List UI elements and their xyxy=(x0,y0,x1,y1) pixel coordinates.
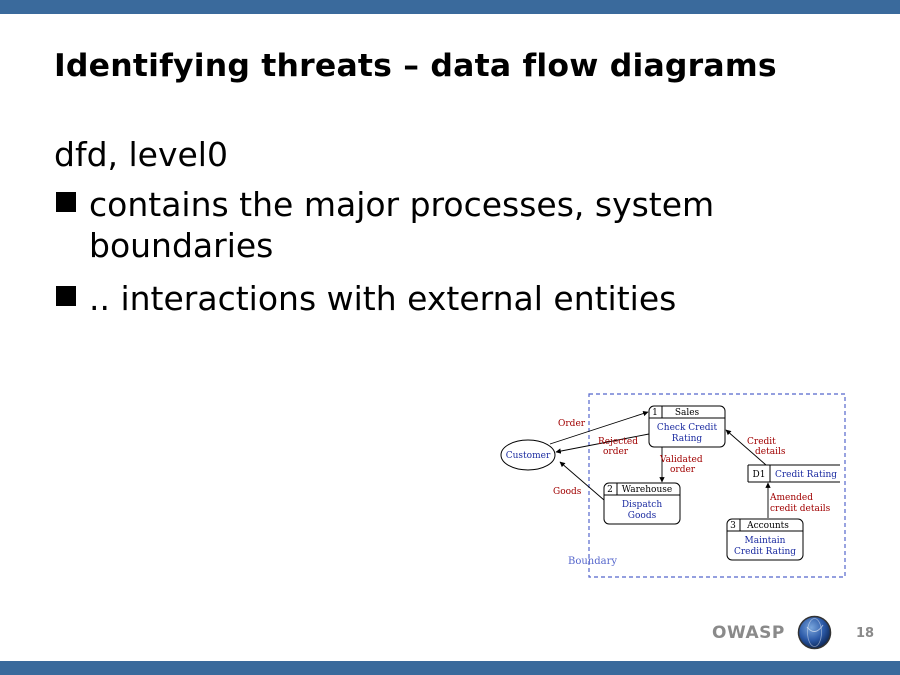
flow-label: Order xyxy=(558,419,586,429)
owasp-globe-icon xyxy=(797,615,832,650)
flow-label: Validated xyxy=(659,455,703,465)
flow-rejected-arrow xyxy=(555,433,650,454)
process-id: 2 xyxy=(607,485,613,495)
flow-label: order xyxy=(670,465,696,475)
process-desc: Check Credit xyxy=(657,423,718,433)
flow-label: credit details xyxy=(770,504,831,514)
slide-subtitle: dfd, level0 xyxy=(54,135,228,174)
flow-label: Amended xyxy=(769,493,813,503)
bullet-item: contains the major processes, system bou… xyxy=(54,184,854,266)
flow-credit-arrow xyxy=(725,429,767,466)
process-desc: Goods xyxy=(628,511,657,521)
data-store-name: Credit Rating xyxy=(775,470,837,480)
process-name: Warehouse xyxy=(622,485,672,495)
process-desc: Credit Rating xyxy=(734,547,796,557)
square-bullet-icon xyxy=(56,286,76,306)
bullet-text: contains the major processes, system bou… xyxy=(89,185,715,265)
bullet-text: .. interactions with external entities xyxy=(89,279,677,318)
flow-label: Rejected xyxy=(598,437,638,447)
square-bullet-icon xyxy=(56,192,76,212)
top-bar xyxy=(0,0,900,14)
process-desc: Rating xyxy=(672,434,703,444)
customer-entity xyxy=(500,439,556,471)
bullet-list: contains the major processes, system bou… xyxy=(54,184,854,331)
bottom-bar xyxy=(0,661,900,675)
flow-label: order xyxy=(603,447,629,457)
process-accounts: 3 Accounts Maintain Credit Rating xyxy=(726,518,804,561)
bullet-item: .. interactions with external entities xyxy=(54,278,854,319)
process-id: 1 xyxy=(652,408,658,418)
data-store-id: D1 xyxy=(753,470,766,480)
slide-title: Identifying threats – data flow diagrams xyxy=(54,48,777,84)
flow-label: Credit xyxy=(747,437,776,447)
data-store-credit-rating: D1 Credit Rating xyxy=(747,464,840,483)
boundary-label: Boundary xyxy=(568,556,617,567)
page-number: 18 xyxy=(856,626,875,641)
flow-order-arrow xyxy=(549,410,649,445)
process-sales: 1 Sales Check Credit Rating xyxy=(648,405,726,448)
customer-label: Customer xyxy=(506,451,551,461)
flow-label: Goods xyxy=(553,487,582,497)
data-flow-diagram: Boundary Customer 1 Sales Check Credit R… xyxy=(500,393,846,578)
process-name: Accounts xyxy=(746,521,789,531)
owasp-wordmark: OWASP xyxy=(712,623,785,643)
process-desc: Dispatch xyxy=(622,500,662,510)
process-name: Sales xyxy=(675,408,700,418)
system-boundary xyxy=(588,393,846,578)
flow-label: details xyxy=(755,447,786,457)
flow-goods-arrow xyxy=(559,461,605,501)
process-id: 3 xyxy=(730,521,736,531)
process-desc: Maintain xyxy=(745,536,786,546)
process-warehouse: 2 Warehouse Dispatch Goods xyxy=(603,482,681,525)
